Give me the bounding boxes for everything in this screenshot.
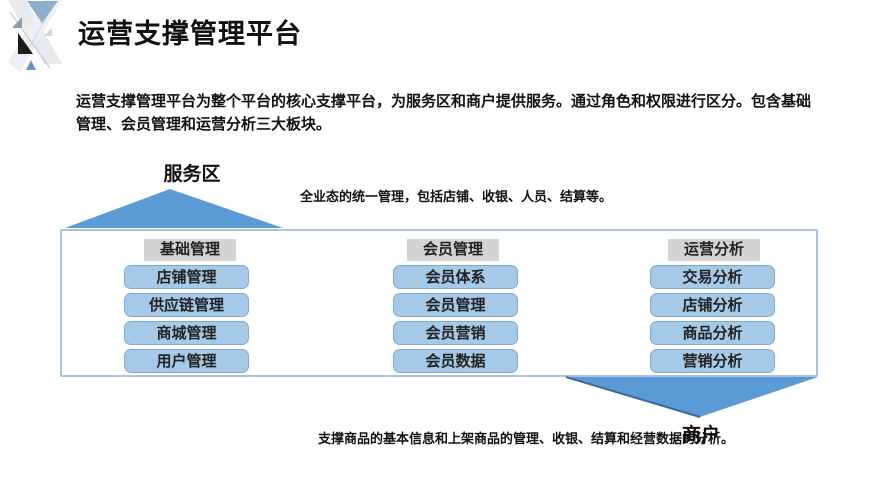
module-item: 会员管理: [393, 293, 518, 317]
module-item: 营销分析: [650, 349, 775, 373]
module-item: 店铺分析: [650, 293, 775, 317]
column-header-basic-management: 基础管理: [144, 239, 236, 261]
module-item: 会员体系: [393, 265, 518, 289]
service-zone-label: 服务区: [163, 164, 221, 185]
module-item: 商城管理: [124, 321, 249, 345]
page-title: 运营支撑管理平台: [78, 19, 302, 49]
modules-panel: 基础管理 会员管理 运营分析 店铺管理 供应链管理 商城管理 用户管理 会员体系…: [60, 229, 818, 377]
module-item: 会员数据: [393, 349, 518, 373]
module-item: 用户管理: [124, 349, 249, 373]
module-item: 供应链管理: [124, 293, 249, 317]
module-item: 交易分析: [650, 265, 775, 289]
service-zone-triangle-icon: [65, 189, 283, 228]
module-item: 店铺管理: [124, 265, 249, 289]
module-item: 商品分析: [650, 321, 775, 345]
corner-triangles-logo-icon: [8, 0, 62, 72]
column-header-operation-analysis: 运营分析: [668, 239, 760, 261]
merchant-label: 商户: [682, 425, 721, 446]
merchant-caption: 支撑商品的基本信息和上架商品的管理、收银、结算和经营数据的分析。: [318, 431, 735, 446]
platform-description: 运营支撑管理平台为整个平台的核心支撑平台，为服务区和商户提供服务。通过角色和权限…: [76, 93, 812, 133]
module-item: 会员营销: [393, 321, 518, 345]
merchant-triangle-icon: [566, 377, 818, 417]
service-zone-caption: 全业态的统一管理，包括店铺、收银、人员、结算等。: [300, 189, 613, 204]
column-header-member-management: 会员管理: [407, 239, 499, 261]
